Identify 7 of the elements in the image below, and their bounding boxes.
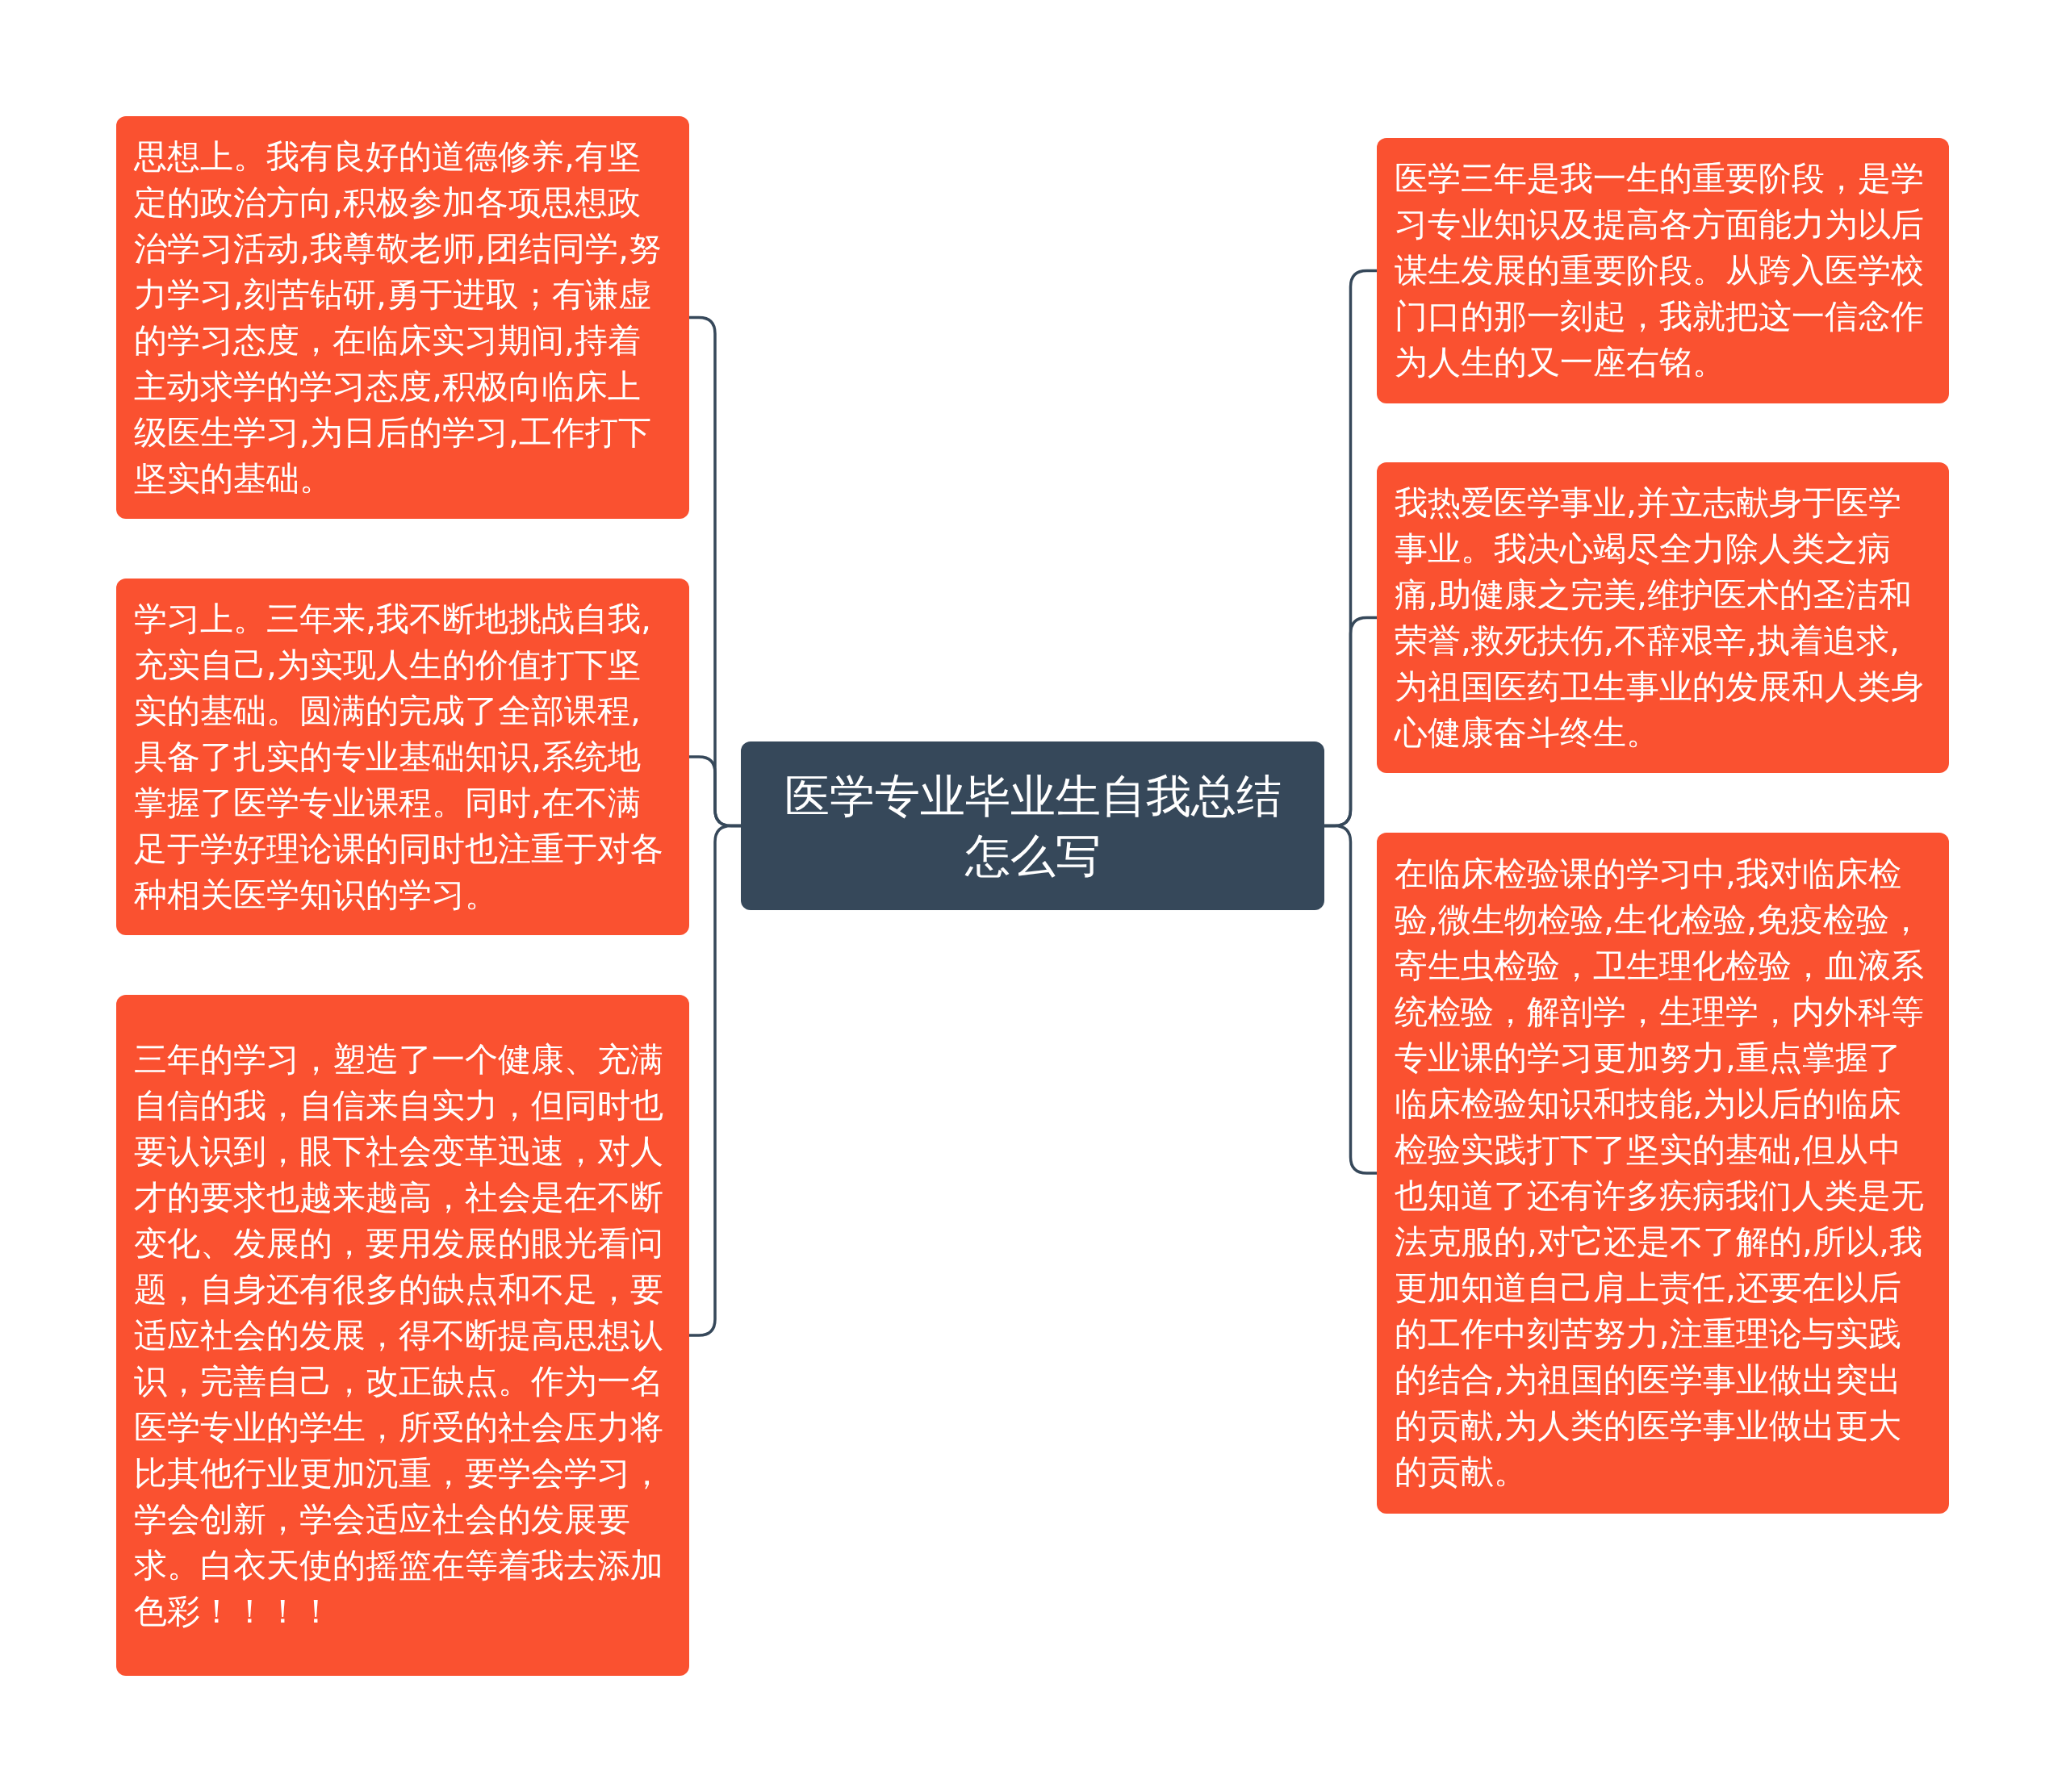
topic-box: 医学三年是我一生的重要阶段，是学习专业知识及提高各方面能力为以后谋生发展的重要阶段。从跨入医学校门口的那一刻起，我就把这一信念作为人生的又一座右铭。 bbox=[1377, 138, 1949, 403]
topic-box: 在临床检验课的学习中,我对临床检验,微生物检验,生化检验,免疫检验，寄生虫检验，卫生理化检验，血液系统检验，解剖学，生理学，内外科等专业课的学习更加努力,重点掌握了临床检验知识和技能,为以后的临床检验实践打下了坚实的基础,但从中也知道了还有许多疾病我们人类是无法克服的,对它还是不了解的,所以,我更加知道自己肩上责任,还要在以后的工作中刻苦努力,注重理论与实践的结合,为祖国的医学事业做出突出的贡献,为人类的医学事业做出更大的贡献。 bbox=[1377, 833, 1949, 1514]
topic-box: 三年的学习，塑造了一个健康、充满自信的我，自信来自实力，但同时也要认识到，眼下社会变革迅速，对人才的要求也越来越高，社会是在不断变化、发展的，要用发展的眼光看问题，自身还有很多的缺点和不足，要适应社会的发展，得不断提高思想认识，完善自己，改正缺点。作为一名医学专业的学生，所受的社会压力将比其他行业更加沉重，要学会学习，学会创新，学会适应社会的发展要求。白衣天使的摇篮在等着我去添加色彩！！！！ bbox=[116, 995, 689, 1676]
central-topic-box: 医学专业毕业生自我总结怎么写 bbox=[741, 741, 1324, 910]
topic-box: 思想上。我有良好的道德修养,有坚定的政治方向,积极参加各项思想政治学习活动,我尊敬老师,团结同学,努力学习,刻苦钻研,勇于进取；有谦虚的学习态度，在临床实习期间,持着主动求学的学习态度,积极向临床上级医生学习,为日后的学习,工作打下坚实的基础。 bbox=[116, 116, 689, 519]
topic-box: 我热爱医学事业,并立志献身于医学事业。我决心竭尽全力除人类之病痛,助健康之完美,维护医术的圣洁和荣誉,救死扶伤,不辞艰辛,执着追求,为祖国医药卫生事业的发展和人类身心健康奋斗终生。 bbox=[1377, 462, 1949, 773]
topic-box: 学习上。三年来,我不断地挑战自我,充实自己,为实现人生的价值打下坚实的基础。圆满的完成了全部课程,具备了扎实的专业基础知识,系统地掌握了医学专业课程。同时,在不满足于学好理论课的同时也注重于对各种相关医学知识的学习。 bbox=[116, 579, 689, 935]
